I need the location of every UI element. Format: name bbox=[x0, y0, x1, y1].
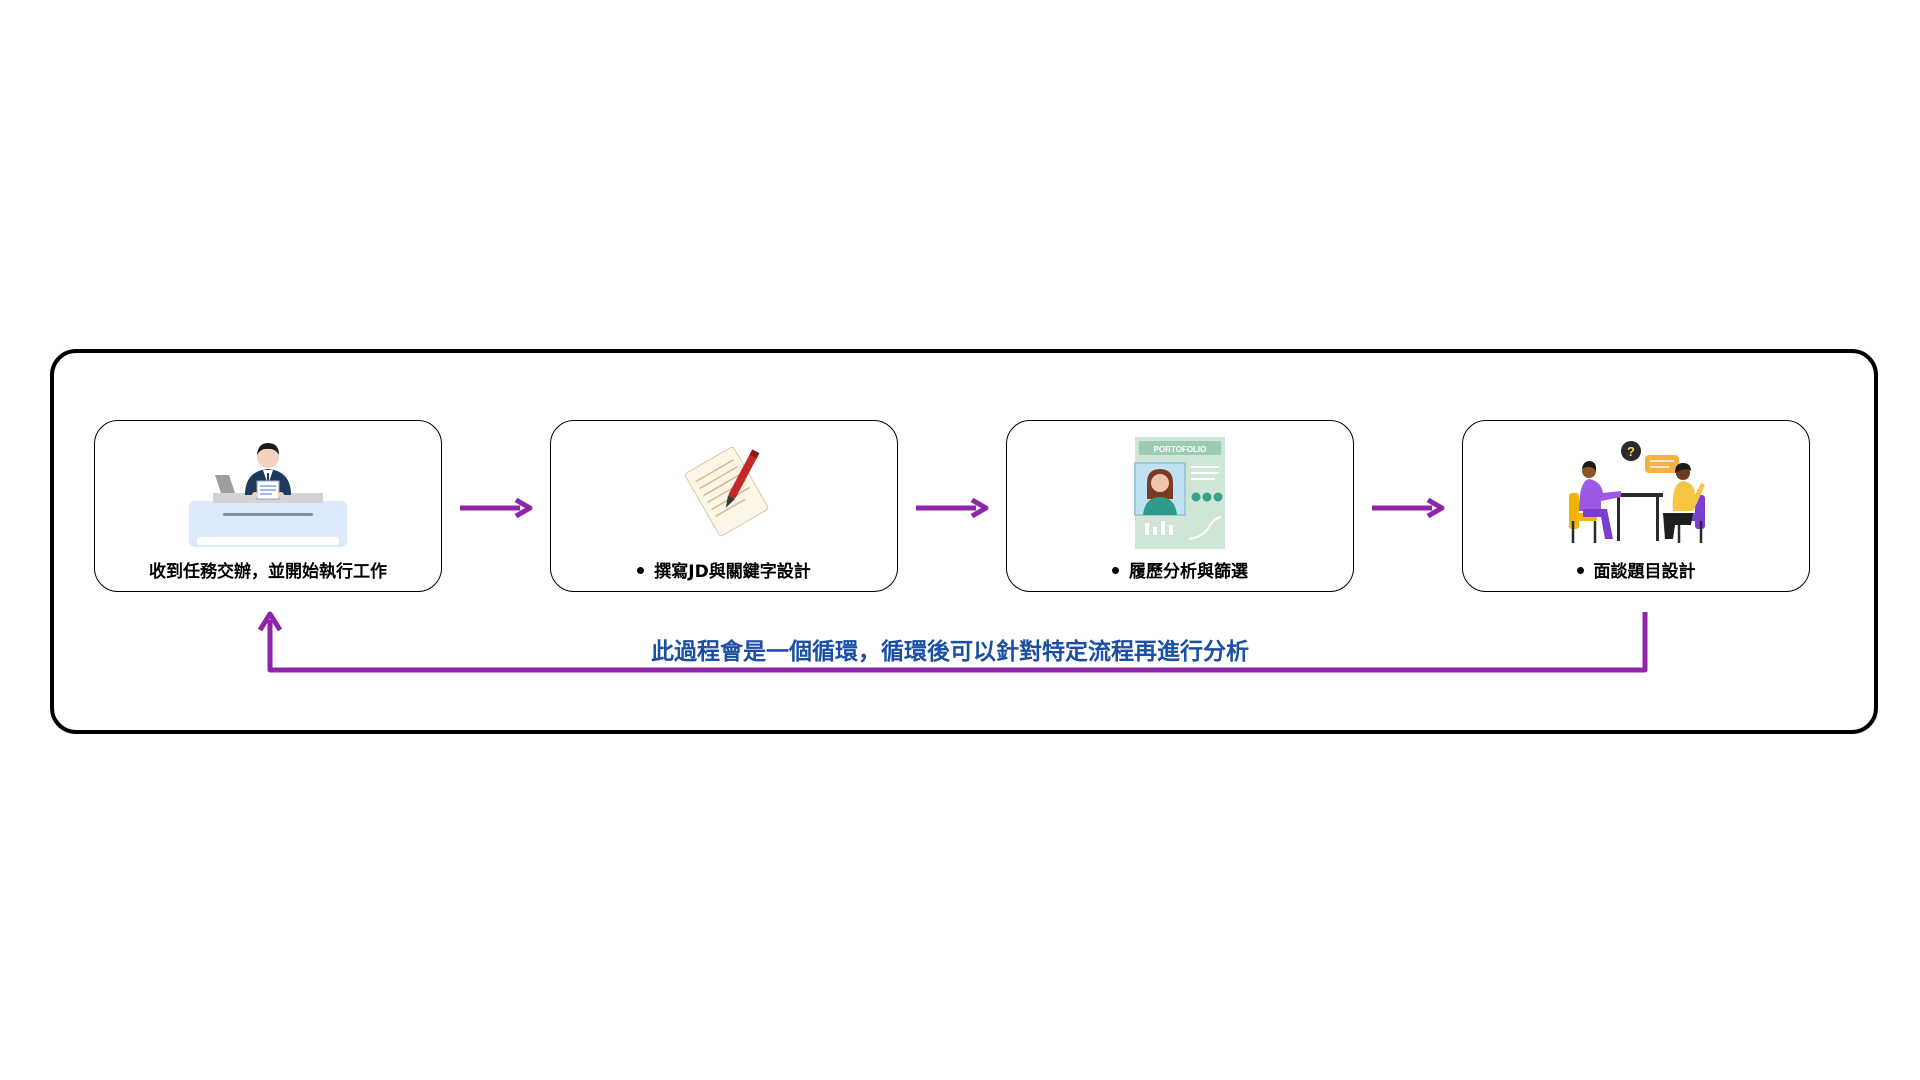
office-worker-illustration bbox=[189, 443, 347, 547]
bullet-point bbox=[637, 566, 645, 574]
arrow-right-icon bbox=[916, 498, 989, 518]
notepad-pen-illustration bbox=[684, 446, 769, 537]
step-card-write-jd: 撰寫JD與關鍵字設計 bbox=[550, 420, 898, 592]
step-label: 履歷分析與篩選 bbox=[1007, 557, 1353, 582]
loop-caption: 此過程會是一個循環，循環後可以針對特定流程再進行分析 bbox=[651, 639, 1249, 665]
portfolio-title: PORTOFOLIO bbox=[1154, 445, 1207, 454]
arrow-right-icon bbox=[460, 498, 533, 518]
step-card-resume-screening: PORTOFOLIO 履歷分析與篩選 bbox=[1006, 420, 1354, 592]
arrow-right-icon bbox=[1372, 498, 1445, 518]
portfolio-illustration: PORTOFOLIO bbox=[1134, 437, 1225, 549]
step-label: 撰寫JD與關鍵字設計 bbox=[551, 557, 897, 582]
question-mark: ? bbox=[1627, 444, 1635, 459]
step-label: 收到任務交辦，並開始執行工作 bbox=[149, 562, 387, 582]
step-label: 面談題目設計 bbox=[1463, 557, 1809, 582]
interview-illustration: ? bbox=[1569, 441, 1705, 543]
step-card-receive-task: 收到任務交辦，並開始執行工作 bbox=[94, 420, 442, 592]
arrow-up-icon bbox=[257, 611, 283, 632]
process-frame bbox=[50, 349, 1878, 734]
step-card-interview-design: ? 面談題目設計 bbox=[1462, 420, 1810, 592]
bullet-point bbox=[1112, 566, 1119, 574]
bullet-point bbox=[1576, 566, 1584, 574]
